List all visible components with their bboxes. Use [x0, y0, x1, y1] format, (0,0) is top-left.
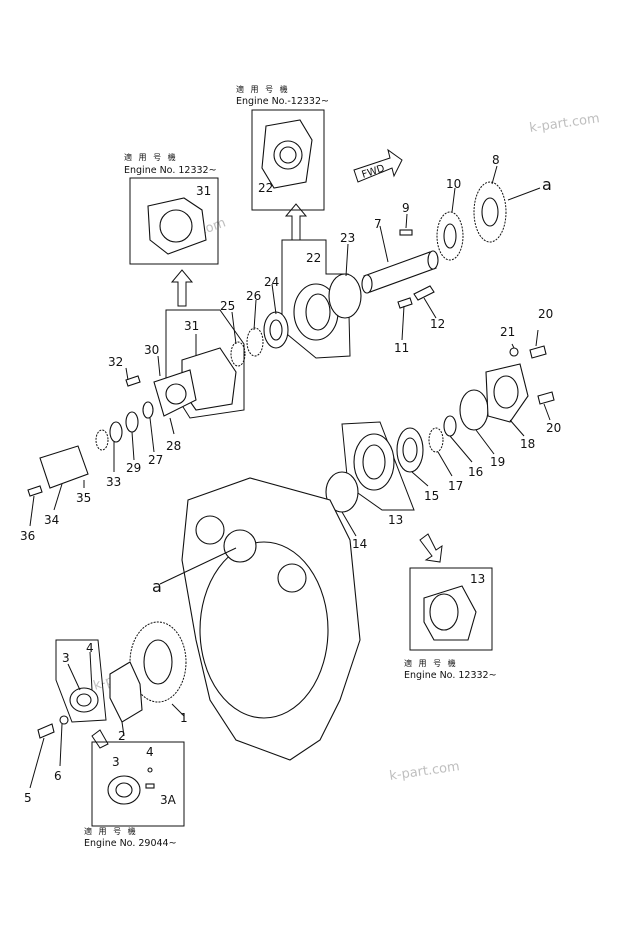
part-number: 14: [352, 537, 367, 551]
part-number: 15: [424, 489, 439, 503]
part-number: 26: [246, 289, 261, 303]
part-number: 31: [184, 319, 199, 333]
part-number: 31: [196, 184, 211, 198]
part-number: 5: [24, 791, 32, 805]
inset-top-left: 31: [129, 177, 219, 265]
part-number: 36: [20, 529, 35, 543]
part-number: 1: [180, 711, 188, 725]
part-number: 13: [470, 572, 485, 586]
part-number: 30: [144, 343, 159, 357]
inset-caption: Engine No. 29044~: [84, 838, 177, 849]
bearing-group: [325, 345, 555, 513]
inset-caption: Engine No. 12332~: [404, 670, 497, 681]
part-number: 25: [220, 299, 235, 313]
part-number: 22: [258, 181, 273, 195]
fwd-label: FWD: [361, 163, 387, 181]
part-number: 35: [76, 491, 91, 505]
part-number: 19: [490, 455, 505, 469]
part-number: 11: [394, 341, 409, 355]
part-number: 32: [108, 355, 123, 369]
part-number: 12: [430, 317, 445, 331]
part-number: 7: [374, 217, 382, 231]
part-number: 23: [340, 231, 355, 245]
inset-caption-jp: 適 用 号 機: [404, 658, 458, 668]
arrow-label: a: [542, 175, 552, 194]
inset-caption-jp: 適 用 号 機: [124, 152, 178, 162]
up-arrow-icon: [170, 269, 194, 307]
down-arrow-icon: [91, 729, 109, 749]
cover-group: [27, 309, 245, 497]
inset-caption: Engine No. 12332~: [124, 165, 217, 176]
part-number: 3: [112, 755, 120, 769]
part-number: 33: [106, 475, 121, 489]
part-number: 9: [402, 201, 410, 215]
part-number: 29: [126, 461, 141, 475]
part-number: 34: [44, 513, 59, 527]
part-number: 2: [118, 729, 126, 743]
part-number: 22: [306, 251, 321, 265]
inset-bottom: 3 4 3A: [91, 741, 185, 827]
part-number: 10: [446, 177, 461, 191]
part-number: 20: [538, 307, 553, 321]
leader-lines: [29, 165, 551, 789]
part-number: 16: [468, 465, 483, 479]
part-number: 20: [546, 421, 561, 435]
part-number: 17: [448, 479, 463, 493]
part-number: 24: [264, 275, 279, 289]
fwd-arrow-icon: [353, 148, 403, 183]
part-number: 27: [148, 453, 163, 467]
part-number: 3: [62, 651, 70, 665]
inset-top-center: 22: [251, 109, 325, 211]
part-number: 4: [86, 641, 94, 655]
watermark: k-part.com: [528, 111, 600, 136]
gear-case: [181, 477, 361, 761]
inset-caption-jp: 適 用 号 機: [84, 826, 138, 836]
arrow-label: a: [152, 577, 162, 596]
down-arrow-icon: [419, 533, 443, 563]
inset-right: 13: [409, 567, 493, 651]
part-number: 8: [492, 153, 500, 167]
part-number: 21: [500, 325, 515, 339]
up-arrow-icon: [284, 203, 308, 241]
part-number: 18: [520, 437, 535, 451]
part-number: 3A: [160, 793, 177, 807]
part-labels: 8 10 9 7 23 22 24 26 25 31 30 32 11 12 2…: [20, 153, 561, 805]
part-number: 13: [388, 513, 403, 527]
inset-caption: Engine No.-12332~: [236, 96, 329, 107]
housing-group: [230, 239, 362, 367]
inset-lower-left: [55, 639, 107, 723]
part-number: 4: [146, 745, 154, 759]
inset-caption-jp: 適 用 号 機: [236, 84, 290, 94]
part-number: 28: [166, 439, 181, 453]
key: [399, 229, 413, 236]
watermark: k-part.com: [388, 759, 460, 784]
shaft: [361, 250, 439, 294]
part-number: 6: [54, 769, 62, 783]
